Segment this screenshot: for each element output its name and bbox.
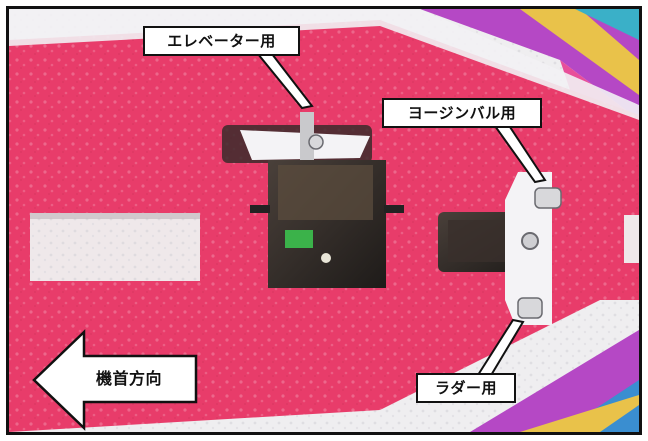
elevator-servo xyxy=(222,112,404,288)
photo-content xyxy=(9,9,639,432)
rudder-label: ラダー用 xyxy=(416,373,516,403)
yaw-gimbal-label: ヨージンバル用 xyxy=(382,98,542,128)
yaw-gimbal-servo xyxy=(438,172,562,325)
teal-stripe xyxy=(575,9,639,40)
nose-direction-label: 機首方向 xyxy=(95,369,162,388)
elevator-label: エレベーター用 xyxy=(143,26,300,56)
yellow-stripe xyxy=(520,9,639,95)
purple-stripe-bottom xyxy=(470,330,639,432)
nose-direction-arrow xyxy=(32,329,198,431)
servo-green-label xyxy=(285,230,313,248)
rudder-linkage-bottom xyxy=(517,297,543,319)
yaw-linkage-top xyxy=(534,187,562,209)
